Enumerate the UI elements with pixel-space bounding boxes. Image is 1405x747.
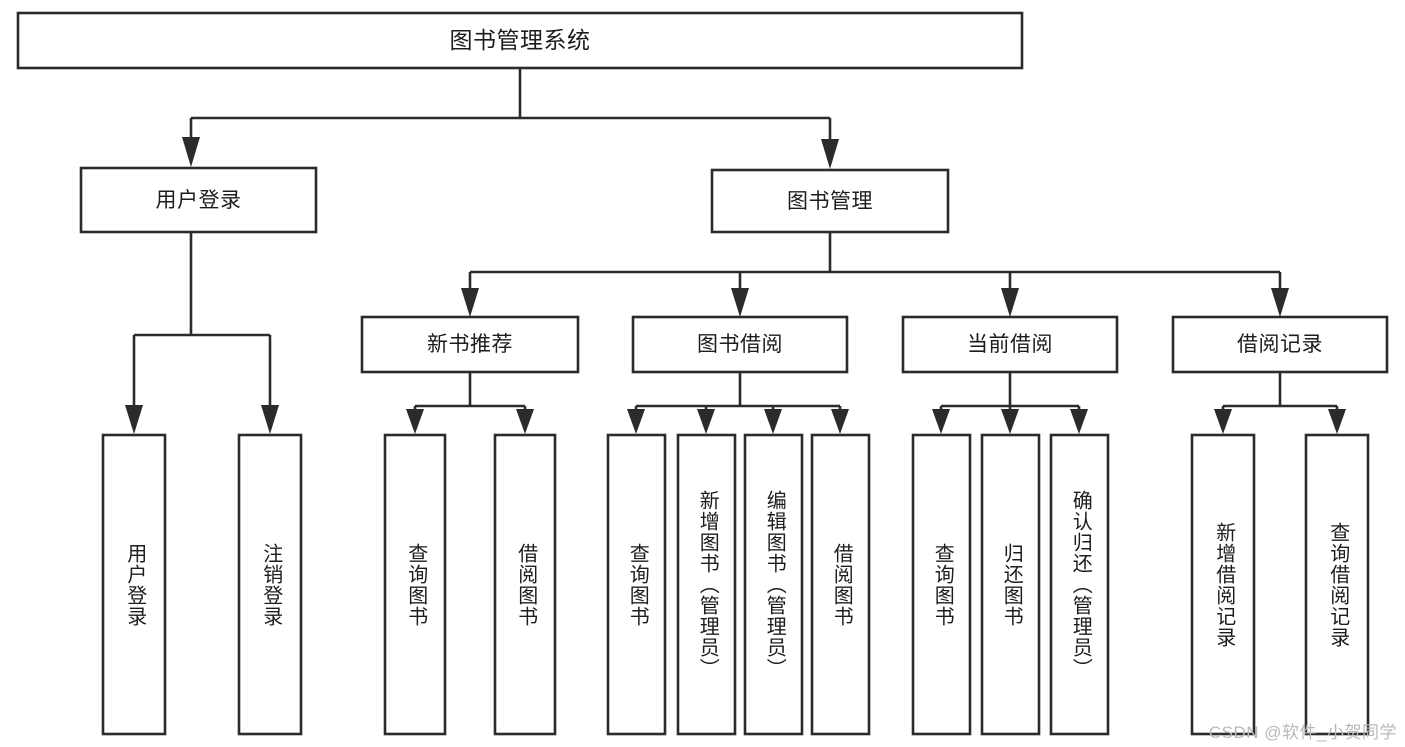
arrow-head-book-manage bbox=[821, 139, 839, 169]
arrow-head-borrow-record bbox=[1271, 288, 1289, 317]
arrow-head-new-book-rec bbox=[461, 288, 479, 317]
arrow-head-leaf-confirm-return bbox=[1070, 409, 1088, 434]
node-box-leaf-add-record[interactable] bbox=[1190, 433, 1256, 736]
arrow-head-book-borrow bbox=[731, 288, 749, 317]
node-box-leaf-borrow-book-2[interactable] bbox=[810, 433, 871, 736]
arrow-head-leaf-return-book bbox=[1001, 409, 1019, 434]
arrow-head-current-borrow bbox=[1001, 288, 1019, 317]
node-box-leaf-query-book-1[interactable] bbox=[383, 433, 447, 736]
node-box-leaf-query-book-3[interactable] bbox=[911, 433, 972, 736]
arrow-head-leaf-user-login bbox=[125, 405, 143, 434]
arrow-head-leaf-query-record bbox=[1328, 409, 1346, 434]
arrow-head-leaf-add-record bbox=[1214, 409, 1232, 434]
edge-group-book-manage bbox=[461, 232, 1289, 317]
arrow-head-leaf-borrow-book-1 bbox=[516, 409, 534, 434]
edge-group-current-borrow bbox=[932, 372, 1088, 434]
arrow-head-user-login bbox=[182, 137, 200, 167]
arrow-head-leaf-query-book-2 bbox=[627, 409, 645, 434]
node-box-leaf-edit-book[interactable] bbox=[743, 433, 804, 736]
arrow-head-leaf-query-book-3 bbox=[932, 409, 950, 434]
node-box-user-login[interactable] bbox=[79, 166, 318, 234]
edge-group-new-book-rec bbox=[406, 372, 534, 434]
node-box-leaf-logout[interactable] bbox=[237, 433, 303, 736]
edge-group-book-borrow bbox=[627, 372, 849, 434]
edge-group-user-login bbox=[125, 232, 279, 434]
arrow-head-leaf-logout bbox=[261, 405, 279, 434]
node-box-book-borrow[interactable] bbox=[631, 315, 849, 374]
node-box-root[interactable] bbox=[16, 11, 1024, 70]
node-box-new-book-rec[interactable] bbox=[360, 315, 580, 374]
edge-group-root bbox=[182, 68, 839, 169]
node-box-leaf-borrow-book-1[interactable] bbox=[493, 433, 557, 736]
node-box-leaf-user-login[interactable] bbox=[101, 433, 167, 736]
node-box-leaf-add-book[interactable] bbox=[676, 433, 737, 736]
edge-group-borrow-record bbox=[1214, 372, 1346, 434]
arrow-head-leaf-query-book-1 bbox=[406, 409, 424, 434]
node-box-current-borrow[interactable] bbox=[901, 315, 1119, 374]
node-box-leaf-query-record[interactable] bbox=[1304, 433, 1370, 736]
node-box-leaf-confirm-return[interactable] bbox=[1049, 433, 1110, 736]
arrow-head-leaf-edit-book bbox=[764, 409, 782, 434]
arrow-head-leaf-add-book bbox=[697, 409, 715, 434]
node-box-borrow-record[interactable] bbox=[1171, 315, 1389, 374]
node-box-leaf-query-book-2[interactable] bbox=[606, 433, 667, 736]
node-box-leaf-return-book[interactable] bbox=[980, 433, 1041, 736]
arrow-head-leaf-borrow-book-2 bbox=[831, 409, 849, 434]
node-box-book-manage[interactable] bbox=[710, 168, 950, 234]
